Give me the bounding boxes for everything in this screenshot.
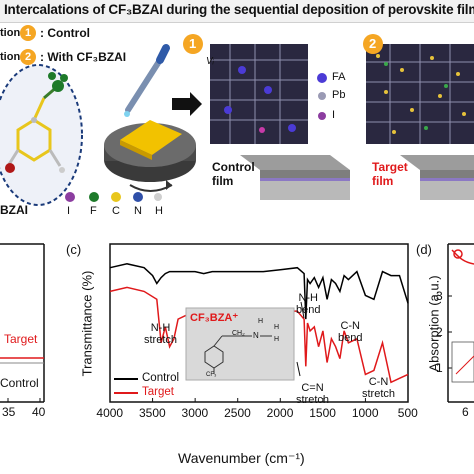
element-legend bbox=[65, 192, 162, 202]
option1-number: 1 bbox=[25, 27, 32, 39]
ftir-series-target bbox=[109, 286, 409, 384]
control-film-label: Control film bbox=[212, 160, 255, 188]
molecule-inset-box bbox=[185, 307, 295, 381]
inset-atom-ch2: CH₂ bbox=[232, 330, 245, 337]
ftir-x-tick-label: 4000 bbox=[96, 406, 124, 420]
inset-atom-h1: H bbox=[258, 318, 264, 325]
control-perovskite-lattice bbox=[210, 44, 308, 144]
annot-nh-bend: N-H bend bbox=[296, 292, 321, 316]
element-legend-h: H bbox=[155, 205, 163, 217]
element-legend-f: F bbox=[90, 205, 97, 217]
ion-legend-i: I bbox=[332, 109, 336, 121]
process-arrow bbox=[172, 92, 202, 116]
badge-1-icon bbox=[183, 34, 203, 54]
target-film-slab bbox=[400, 155, 474, 200]
annot-nh-stretch: N-H stretch bbox=[144, 322, 178, 346]
annot-cn-stretch-2: C-N stretch bbox=[362, 376, 396, 400]
ftir-series bbox=[109, 263, 409, 384]
ftir-x-tick-label: 2500 bbox=[224, 406, 251, 420]
ftir-x-tick-label: 500 bbox=[397, 406, 418, 420]
option2-prefix: tion bbox=[0, 51, 21, 63]
element-legend-n: N bbox=[134, 205, 142, 217]
annot-cn-bend: C-N bend bbox=[338, 320, 363, 344]
molecule-zoom-bubble bbox=[0, 64, 83, 206]
ftir-ylabel: Transmittance (%) bbox=[79, 270, 95, 377]
badge-2-label: 2 bbox=[369, 36, 377, 51]
ftir-x-ticks bbox=[109, 398, 409, 402]
left-control-label: Control bbox=[0, 376, 39, 390]
left-x-tick-35: 35 bbox=[2, 405, 16, 419]
ftir-x-tick-label: 3000 bbox=[181, 406, 209, 420]
vacancy-label: Vᵢ bbox=[206, 56, 214, 67]
ftir-x-tick-label: 1500 bbox=[309, 406, 336, 420]
option1-text: : Control bbox=[40, 26, 90, 40]
inset-atom-h2: H bbox=[274, 324, 280, 331]
ftir-x-tick-label: 2000 bbox=[266, 406, 294, 420]
molecule-label: BZAI bbox=[0, 203, 28, 217]
ftir-xlabel: Wavenumber (cm⁻¹) bbox=[178, 450, 305, 466]
ftir-series-control bbox=[109, 263, 409, 320]
badge-1-label: 1 bbox=[189, 36, 197, 51]
annot-cn-stretch-1: C=N stretch bbox=[296, 382, 330, 406]
element-legend-c: C bbox=[112, 205, 120, 217]
absorption-x-tick: 6 bbox=[462, 405, 469, 419]
ion-legend-fa: FA bbox=[332, 71, 346, 83]
ftir-plot-frame bbox=[109, 243, 409, 403]
absorption-y-tick-2: 2 bbox=[436, 325, 443, 339]
figure-header-bar: Intercalations of CF₃BZAI during the seq… bbox=[0, 0, 474, 23]
legend-target-label: Target bbox=[142, 386, 174, 398]
inset-atom-h3: H bbox=[274, 336, 280, 343]
absorption-y-tick-1: 1 bbox=[436, 361, 443, 375]
option2-text: : With CF₃BZAI bbox=[40, 50, 127, 64]
inset-structure bbox=[204, 335, 272, 374]
ion-legend-pb: Pb bbox=[332, 89, 346, 101]
absorption-plot-frame bbox=[447, 243, 474, 403]
figure-title: Intercalations of CF₃BZAI during the seq… bbox=[4, 2, 474, 17]
panel-c-label: (c) bbox=[66, 242, 82, 257]
ftir-x-tick-label: 3500 bbox=[138, 406, 166, 420]
left-x-tick-40: 40 bbox=[32, 405, 46, 419]
target-film-label: Target film bbox=[372, 160, 408, 188]
absorption-y-tick-3: 3 bbox=[436, 289, 443, 303]
legend-control-label: Control bbox=[142, 372, 180, 384]
inset-atom-cf3: CF₃ bbox=[206, 372, 217, 378]
badge-2-icon bbox=[363, 34, 383, 54]
control-film-slab bbox=[240, 155, 350, 200]
target-perovskite-lattice bbox=[366, 44, 474, 144]
left-target-label: Target bbox=[4, 332, 38, 346]
option1-prefix: tion bbox=[0, 27, 21, 39]
inset-title: CF₃BZA⁺ bbox=[190, 312, 239, 324]
spin-coater bbox=[104, 120, 196, 192]
ftir-x-tick-label: 1000 bbox=[351, 406, 379, 420]
pipette-icon bbox=[124, 44, 170, 117]
panel-d-label: (d) bbox=[416, 242, 432, 257]
option2-number: 2 bbox=[25, 51, 32, 63]
element-legend-i: I bbox=[67, 205, 71, 217]
left-partial-panel bbox=[0, 243, 45, 403]
inset-atom-n: N bbox=[253, 331, 259, 340]
